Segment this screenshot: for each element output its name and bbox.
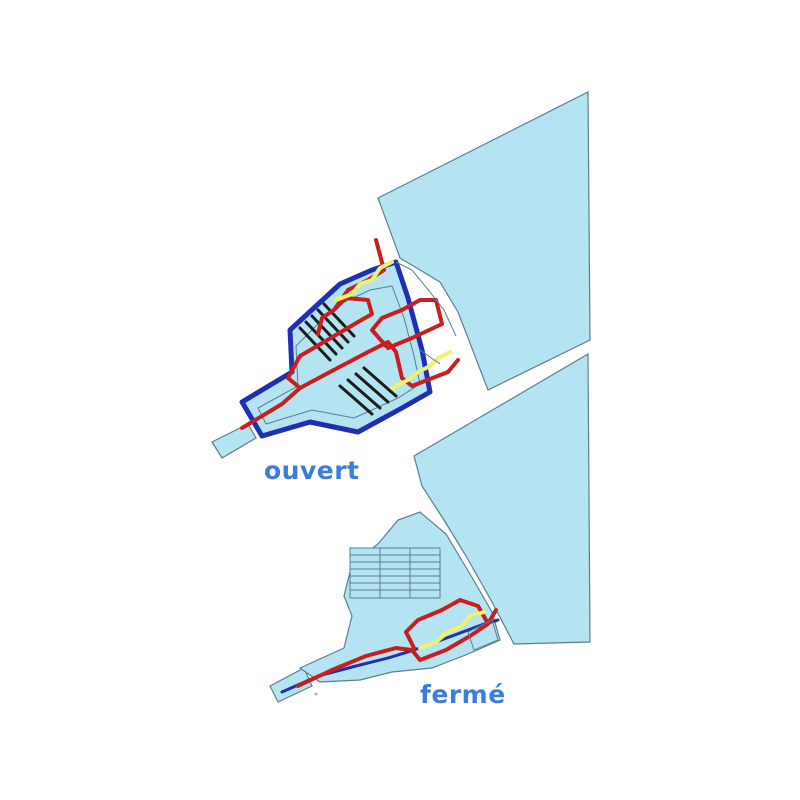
open-inner-seal [240, 238, 460, 430]
closed-outlet-pipe [269, 667, 313, 703]
open-cavity-details [395, 261, 457, 365]
open-spring-upper [334, 260, 394, 302]
open-outlet-pipe [211, 423, 257, 459]
closed-state-label: fermé [420, 680, 506, 709]
closed-spring [418, 610, 486, 650]
closed-inner-seal [296, 598, 498, 688]
closed-plate-grid [349, 547, 441, 599]
open-spring-lower [390, 350, 452, 390]
stray-dot [314, 692, 318, 696]
closed-flange-detail [467, 619, 499, 651]
open-tank-body [377, 91, 591, 391]
open-valve-assembly [211, 91, 591, 459]
closed-valve-assembly [269, 352, 591, 703]
open-plate-stack [298, 302, 398, 416]
open-state-label: ouvert [264, 456, 360, 485]
closed-tank-body [413, 352, 591, 645]
